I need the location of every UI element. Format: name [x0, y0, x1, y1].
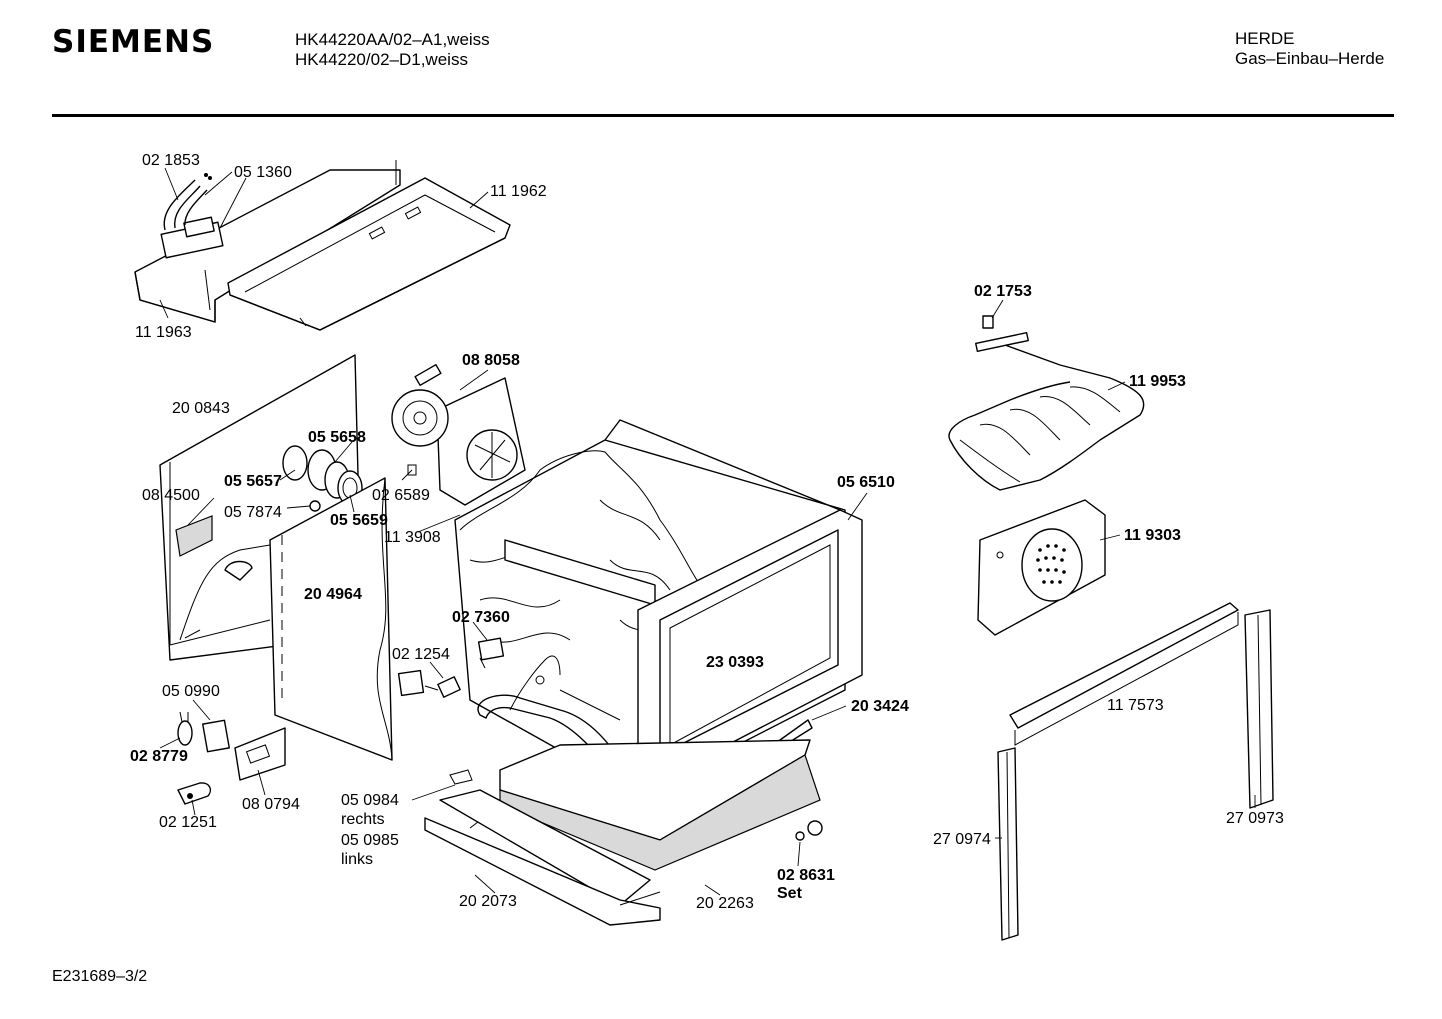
category-line-1: HERDE — [1235, 29, 1295, 48]
terminal-block-021853 — [160, 173, 224, 259]
label-028779: 02 8779 — [130, 748, 188, 765]
thermostat-switch-021254 — [397, 669, 461, 698]
label-270974: 27 0974 — [933, 831, 991, 848]
fan-motor-088058 — [391, 363, 526, 506]
label-088058: 08 8058 — [462, 352, 520, 369]
label-026589: 02 6589 — [372, 487, 430, 504]
label-021251: 02 1251 — [159, 814, 217, 831]
label-080794: 08 0794 — [242, 796, 300, 813]
label-set: Set — [777, 885, 803, 902]
fan-cover-119303 — [977, 499, 1106, 636]
label-051360: 05 1360 — [234, 164, 292, 181]
label-rechts: rechts — [341, 811, 385, 828]
page-header: SIEMENS HK44220AA/02–A1,weiss HK44220/02… — [0, 0, 1442, 118]
side-rail-270973 — [1244, 609, 1274, 809]
label-119953: 11 9953 — [1129, 373, 1186, 390]
heat-shield-204964 — [269, 477, 393, 761]
drawing-id: E231689–3/2 — [52, 968, 148, 985]
label-202073: 20 2073 — [459, 893, 517, 910]
label-028631: 02 8631 — [777, 867, 835, 884]
label-021853: 02 1853 — [142, 152, 200, 169]
small-parts-left — [177, 711, 286, 805]
label-230393: 23 0393 — [706, 654, 764, 671]
label-055657: 05 5657 — [224, 473, 282, 490]
grill-heater-119953 — [948, 315, 1145, 491]
label-200843: 20 0843 — [172, 400, 230, 417]
label-204964: 20 4964 — [304, 586, 362, 603]
label-055658: 05 5658 — [308, 429, 366, 446]
label-119303: 11 9303 — [1124, 527, 1181, 544]
label-057874: 05 7874 — [224, 504, 282, 521]
panel-cover-111962 — [227, 177, 511, 331]
label-113908: 11 3908 — [384, 529, 441, 546]
label-117573: 11 7573 — [1107, 697, 1164, 714]
label-202263: 20 2263 — [696, 895, 754, 912]
bottom-plates — [424, 739, 823, 926]
label-111962: 11 1962 — [490, 183, 547, 200]
rail-117573 — [1009, 602, 1239, 746]
model-block: HK44220AA/02–A1,weiss HK44220/02–D1,weis… — [295, 30, 490, 70]
label-050990: 05 0990 — [162, 683, 220, 700]
part-labels: 02 1853 05 1360 11 1962 11 1963 20 0843 … — [130, 152, 1284, 912]
label-027360: 02 7360 — [452, 609, 510, 626]
side-rail-270974 — [997, 747, 1019, 941]
label-021254: 02 1254 — [392, 646, 450, 663]
label-084500: 08 4500 — [142, 487, 200, 504]
label-050984: 05 0984 — [341, 792, 399, 809]
burner-bracket-027360 — [477, 637, 505, 669]
category-line-2: Gas–Einbau–Herde — [1235, 49, 1385, 68]
label-links: links — [341, 851, 373, 868]
oven-light-assembly — [282, 445, 363, 512]
label-021753: 02 1753 — [974, 283, 1032, 300]
label-203424: 20 3424 — [851, 698, 909, 715]
label-111963: 11 1963 — [135, 324, 192, 341]
brand-logo: SIEMENS — [52, 24, 215, 60]
label-056510: 05 6510 — [837, 474, 895, 491]
header-rule — [52, 114, 1394, 117]
label-270973: 27 0973 — [1226, 810, 1284, 827]
category-block: HERDE Gas–Einbau–Herde — [1235, 29, 1384, 69]
label-055659: 05 5659 — [330, 512, 388, 529]
door-seal-203424 — [477, 655, 813, 804]
label-050985: 05 0985 — [341, 832, 399, 849]
model-line-1: HK44220AA/02–A1,weiss — [295, 30, 490, 49]
model-line-2: HK44220/02–D1,weiss — [295, 50, 468, 69]
leader-lines — [159, 167, 1256, 896]
